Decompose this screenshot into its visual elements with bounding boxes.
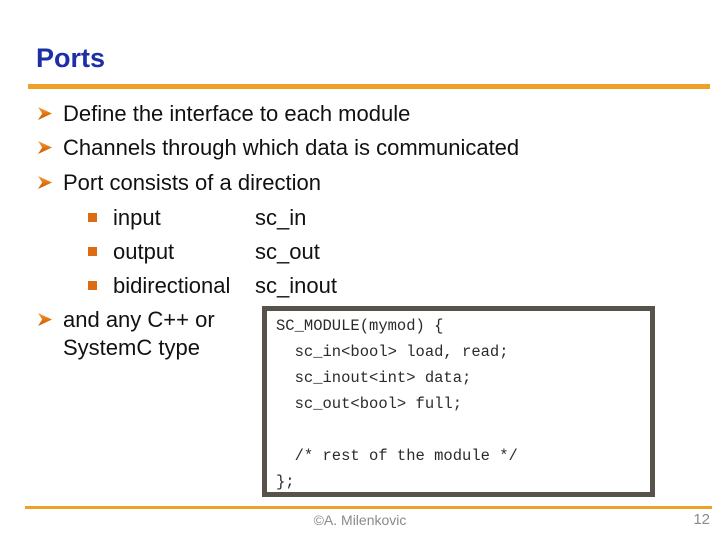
code-example: SC_MODULE(mymod) { sc_in<bool> load, rea…	[276, 317, 518, 491]
port-type-term: sc_in	[255, 205, 307, 230]
footer-divider-rule	[25, 506, 712, 509]
port-direction-label: output	[113, 239, 175, 264]
bullet-item: Define the interface to each module	[38, 100, 410, 128]
bullet-text: Port consists of a direction	[63, 170, 322, 195]
bullet-item: and any C++ or SystemC type	[38, 306, 245, 362]
arrow-bullet-icon	[38, 107, 52, 120]
arrow-bullet-icon	[38, 313, 52, 326]
square-bullet-icon	[88, 247, 97, 256]
footer-author: ©A. Milenkovic	[313, 512, 407, 528]
square-bullet-icon	[88, 213, 97, 222]
port-direction-label: bidirectional	[113, 273, 231, 298]
bullet-text: and any C++ or SystemC type	[63, 307, 215, 360]
sub-bullet-item: input sc_in	[88, 204, 306, 232]
arrow-bullet-icon	[38, 141, 52, 154]
port-direction-label: input	[113, 205, 161, 230]
port-type-term: sc_inout	[255, 273, 337, 298]
bullet-item: Port consists of a direction	[38, 169, 321, 197]
bullet-item: Channels through which data is communica…	[38, 134, 519, 162]
title-divider-rule	[28, 84, 710, 89]
square-bullet-icon	[88, 281, 97, 290]
sub-bullet-item: output sc_out	[88, 238, 320, 266]
bullet-text: Define the interface to each module	[63, 101, 411, 126]
page-title: Ports	[36, 43, 106, 73]
footer-page-number: 12	[693, 511, 710, 528]
bullet-text: Channels through which data is communica…	[63, 135, 520, 160]
code-example-box: SC_MODULE(mymod) { sc_in<bool> load, rea…	[262, 306, 655, 497]
port-type-term: sc_out	[255, 239, 320, 264]
sub-bullet-item: bidirectional sc_inout	[88, 272, 337, 300]
arrow-bullet-icon	[38, 176, 52, 189]
